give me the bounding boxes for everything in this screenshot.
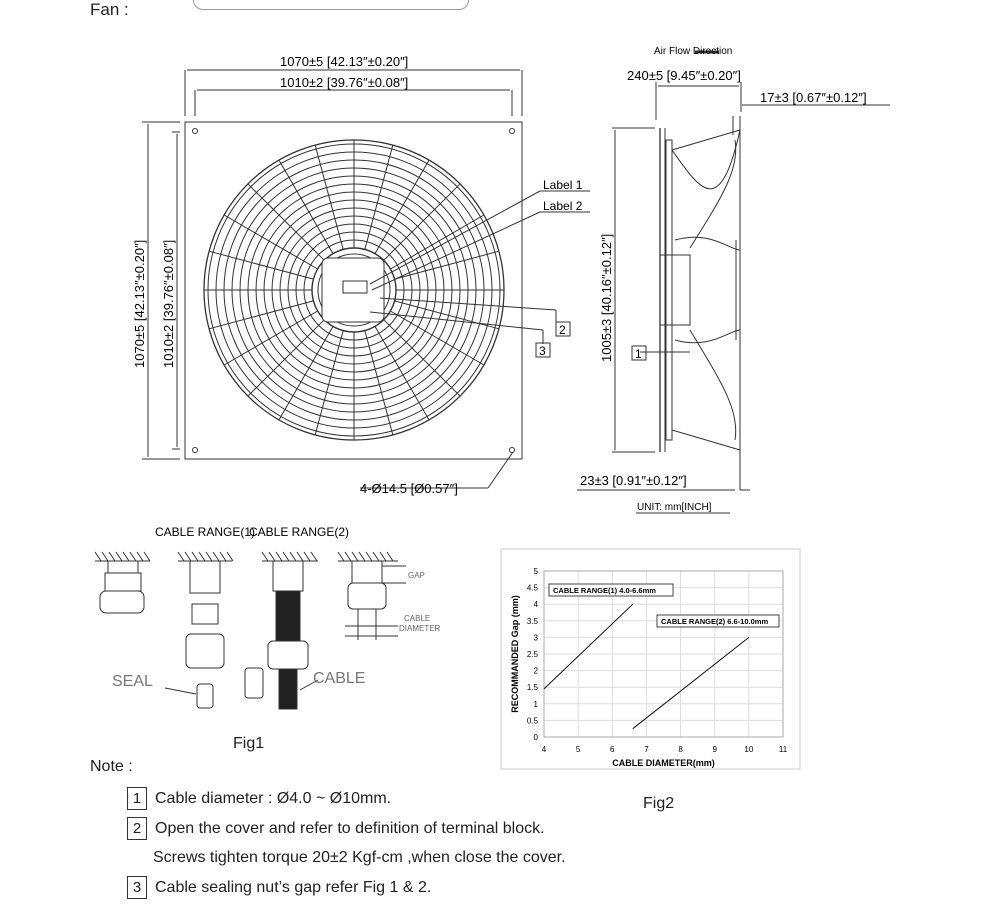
dim-outer-width: 1070±5 [42.13″±0.20″] xyxy=(280,54,408,69)
seal-label: SEAL xyxy=(112,673,153,690)
x-tick-label: 10 xyxy=(744,745,753,754)
notes-title: Note : xyxy=(90,758,133,775)
cable-label: CABLE xyxy=(313,670,365,687)
guard-spoke xyxy=(394,300,500,330)
dim-inner-width: 1010±2 [39.76″±0.08″] xyxy=(280,75,408,90)
note-text: Cable diameter : Ø4.0 ~ Ø10mm. xyxy=(155,789,392,807)
guard-spoke xyxy=(394,250,500,280)
guard-spoke xyxy=(314,144,344,250)
y-tick-label: 4 xyxy=(534,600,539,609)
dim-outer-height: 1070±5 [42.13″±0.20″] xyxy=(132,240,147,368)
hole-spec: 4-Ø14.5 [Ø0.57″] xyxy=(360,481,458,496)
gland-2 xyxy=(164,551,234,709)
guard-spoke xyxy=(208,250,314,280)
note-item-2: 2 Open the cover and refer to definition… xyxy=(127,817,545,840)
range2-label: CABLE RANGE(2) xyxy=(249,525,349,539)
y-axis-label: RECOMMANDED Gap (mm) xyxy=(510,595,520,713)
dim-offset: 23±3 [0.91″±0.12″] xyxy=(580,473,687,488)
x-tick-label: 4 xyxy=(542,745,547,754)
callout-2: 2 xyxy=(559,323,566,337)
guard-spoke xyxy=(223,214,318,270)
y-tick-label: 4.5 xyxy=(527,584,539,593)
cable-diameter-label-1: CABLE xyxy=(404,614,430,623)
unit-label: UNIT: mm[INCH] xyxy=(637,502,712,513)
guard-spoke xyxy=(383,319,461,397)
label-1: Label 1 xyxy=(543,178,583,192)
gap-label: GAP xyxy=(408,571,425,580)
note-number: 1 xyxy=(127,787,147,810)
y-tick-label: 0 xyxy=(534,733,539,742)
note-number: 2 xyxy=(127,817,147,840)
note-item-1: 1 Cable diameter : Ø4.0 ~ Ø10mm. xyxy=(127,787,391,810)
dim-inner-height: 1010±2 [39.76″±0.08″] xyxy=(161,240,176,368)
guard-spoke xyxy=(247,183,325,261)
y-tick-label: 1 xyxy=(534,700,539,709)
series-label-box xyxy=(656,614,780,628)
callout-3: 3 xyxy=(539,344,546,358)
x-tick-label: 11 xyxy=(779,745,788,754)
note-item-2-continuation: Screws tighten torque 20±2 Kgf-cm ,when … xyxy=(153,849,566,866)
x-tick-label: 6 xyxy=(610,745,615,754)
guard-spoke xyxy=(223,310,318,366)
guard-spoke xyxy=(208,300,314,330)
series-label-2: CABLE RANGE(2) 6.6-10.0mm xyxy=(661,617,768,626)
y-tick-label: 2.5 xyxy=(527,650,539,659)
guard-spoke xyxy=(278,159,334,254)
guard-spoke xyxy=(383,183,461,261)
guard-spoke xyxy=(374,326,430,421)
y-tick-label: 5 xyxy=(534,567,539,576)
note-text: Open the cover and refer to definition o… xyxy=(155,819,545,837)
guard-spoke xyxy=(364,144,394,250)
dim-height: 1005±3 [40.16″±0.12″] xyxy=(599,234,614,362)
label-2: Label 2 xyxy=(543,199,583,213)
guard-spoke xyxy=(314,330,344,436)
note-text: Cable sealing nut’s gap refer Fig 1 & 2. xyxy=(155,878,432,896)
y-tick-label: 1.5 xyxy=(527,683,539,692)
x-axis-label: CABLE DIAMETER(mm) xyxy=(612,758,715,768)
x-tick-label: 8 xyxy=(678,745,683,754)
gland-4 xyxy=(337,551,406,640)
series-label-box xyxy=(548,583,674,597)
dim-depth: 240±5 [9.45″±0.20″] xyxy=(627,68,741,83)
front-frame xyxy=(184,121,523,460)
fan-title: Fan : xyxy=(90,0,129,19)
guard-spoke xyxy=(247,319,325,397)
note-number: 3 xyxy=(127,876,147,899)
range1-label: CABLE RANGE(1) xyxy=(155,525,255,539)
fig2-caption: Fig2 xyxy=(643,795,675,812)
callout-1: 1 xyxy=(635,347,642,361)
guard-spoke xyxy=(364,330,394,436)
y-tick-label: 3 xyxy=(534,633,539,642)
chart-frame xyxy=(500,548,801,770)
fig1-caption: Fig1 xyxy=(233,735,265,752)
series-label-1: CABLE RANGE(1) 4.0-6.6mm xyxy=(553,586,656,595)
cable-diameter-label-2: DIAMETER xyxy=(399,624,441,633)
x-tick-label: 9 xyxy=(712,745,717,754)
series-line-2 xyxy=(632,637,750,730)
note-item-3: 3 Cable sealing nut’s gap refer Fig 1 & … xyxy=(127,876,431,899)
x-tick-label: 7 xyxy=(644,745,649,754)
guard-spoke xyxy=(390,310,485,366)
airflow-label: Air Flow Direction xyxy=(654,46,732,57)
dim-flange: 17±3 [0.67″±0.12″] xyxy=(760,90,867,105)
series-line-1 xyxy=(543,603,634,690)
guard-spoke xyxy=(390,214,485,270)
x-tick-label: 5 xyxy=(576,745,581,754)
y-tick-label: 0.5 xyxy=(527,716,539,725)
plot-area xyxy=(543,570,784,738)
guard-spoke xyxy=(278,326,334,421)
y-tick-label: 3.5 xyxy=(527,617,539,626)
gland-1 xyxy=(94,551,151,614)
y-tick-label: 2 xyxy=(534,667,539,676)
guard-spoke xyxy=(374,159,430,254)
gland-3 xyxy=(244,551,319,710)
